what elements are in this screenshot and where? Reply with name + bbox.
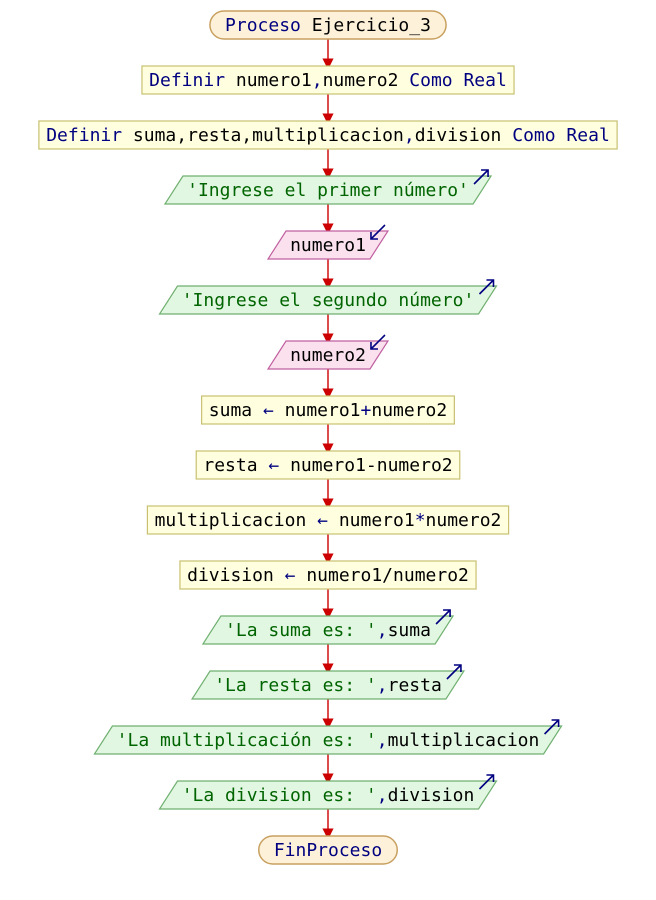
output-step-12-label: 'La resta es: ',resta: [214, 675, 442, 696]
output-arrow-icon: [544, 719, 560, 735]
label-part: resta: [388, 675, 442, 696]
label-part: ,: [377, 620, 388, 641]
input-step-4: numero1: [266, 224, 390, 260]
output-arrow-icon: [478, 774, 495, 790]
output-step-5: 'Ingrese el segundo número': [158, 279, 498, 315]
output-step-3-label: 'Ingrese el primer número': [187, 180, 469, 201]
label-part: resta: [203, 455, 257, 476]
label-part: numero1: [285, 400, 361, 421]
label-part: suma: [209, 400, 252, 421]
output-step-12: 'La resta es: ',resta: [190, 664, 466, 700]
label-part: 'Ingrese el segundo número': [182, 290, 475, 311]
label-part: ,: [377, 785, 388, 806]
output-step-3: 'Ingrese el primer número': [163, 169, 493, 205]
output-step-13-label: 'La multiplicación es: ',multiplicacion: [117, 730, 540, 751]
label-part: ←: [252, 400, 285, 421]
label-part: division: [187, 565, 274, 586]
label-part: ,: [312, 70, 323, 91]
label-part: Definir: [46, 125, 133, 146]
label-part: numero1-numero2: [290, 455, 453, 476]
input-step-6: numero2: [266, 334, 390, 370]
process-step-8-label: resta ← numero1-numero2: [203, 455, 452, 476]
label-part: ,: [404, 125, 415, 146]
label-part: Ejercicio_3: [312, 15, 431, 36]
label-part: ,: [377, 675, 388, 696]
label-part: 'La suma es: ': [225, 620, 377, 641]
label-part: ,: [377, 730, 388, 751]
output-arrow-icon: [478, 279, 495, 295]
output-step-13: 'La multiplicación es: ',multiplicacion: [93, 719, 563, 755]
label-part: numero1: [339, 510, 415, 531]
label-part: 'Ingrese el primer número': [187, 180, 469, 201]
input-step-4-label: numero1: [290, 235, 366, 256]
input-arrow-icon: [370, 224, 386, 240]
process-step-1: Definir numero1,numero2 Como Real: [141, 65, 515, 95]
label-part: ←: [306, 510, 339, 531]
start-terminal-label: Proceso Ejercicio_3: [225, 15, 431, 36]
label-part: multiplicacion: [388, 730, 540, 751]
output-arrow-icon: [473, 169, 489, 185]
label-part: Definir: [149, 70, 236, 91]
label-part: Proceso: [225, 15, 312, 36]
end-terminal-label: FinProceso: [274, 840, 382, 861]
label-part: Como Real: [501, 125, 609, 146]
output-step-11: 'La suma es: ',suma: [201, 609, 455, 645]
process-step-10-label: division ← numero1/numero2: [187, 565, 469, 586]
output-step-11-label: 'La suma es: ',suma: [225, 620, 431, 641]
label-part: numero2: [323, 70, 399, 91]
process-step-9-label: multiplicacion ← numero1*numero2: [155, 510, 502, 531]
label-part: numero1/numero2: [306, 565, 469, 586]
label-part: numero2: [290, 345, 366, 366]
output-arrow-icon: [446, 664, 462, 680]
label-part: ←: [258, 455, 291, 476]
label-part: suma: [388, 620, 431, 641]
label-part: numero2: [426, 510, 502, 531]
end-terminal: FinProceso: [258, 835, 398, 865]
output-step-14-label: 'La division es: ',division: [182, 785, 475, 806]
label-part: FinProceso: [274, 840, 382, 861]
label-part: multiplicacion: [155, 510, 307, 531]
process-step-1-label: Definir numero1,numero2 Como Real: [149, 70, 507, 91]
process-step-2-label: Definir suma,resta,multiplicacion,divisi…: [46, 125, 610, 146]
input-step-6-label: numero2: [290, 345, 366, 366]
process-step-8: resta ← numero1-numero2: [195, 450, 461, 480]
process-step-9: multiplicacion ← numero1*numero2: [146, 505, 510, 535]
label-part: Como Real: [398, 70, 506, 91]
input-arrow-icon: [370, 334, 386, 350]
label-part: numero1: [290, 235, 366, 256]
process-step-10: division ← numero1/numero2: [179, 560, 477, 590]
output-step-14: 'La division es: ',division: [158, 774, 498, 810]
label-part: suma,resta,multiplicacion: [133, 125, 404, 146]
output-arrow-icon: [435, 609, 451, 625]
label-part: 'La multiplicación es: ': [117, 730, 377, 751]
label-part: division: [388, 785, 475, 806]
output-step-5-label: 'Ingrese el segundo número': [182, 290, 475, 311]
start-terminal: Proceso Ejercicio_3: [209, 10, 447, 40]
label-part: ←: [274, 565, 307, 586]
process-step-2: Definir suma,resta,multiplicacion,divisi…: [38, 120, 618, 150]
label-part: 'La resta es: ': [214, 675, 377, 696]
label-part: numero2: [371, 400, 447, 421]
label-part: +: [361, 400, 372, 421]
process-step-7: suma ← numero1+numero2: [201, 395, 455, 425]
label-part: *: [415, 510, 426, 531]
label-part: 'La division es: ': [182, 785, 377, 806]
process-step-7-label: suma ← numero1+numero2: [209, 400, 447, 421]
label-part: division: [415, 125, 502, 146]
label-part: numero1: [236, 70, 312, 91]
